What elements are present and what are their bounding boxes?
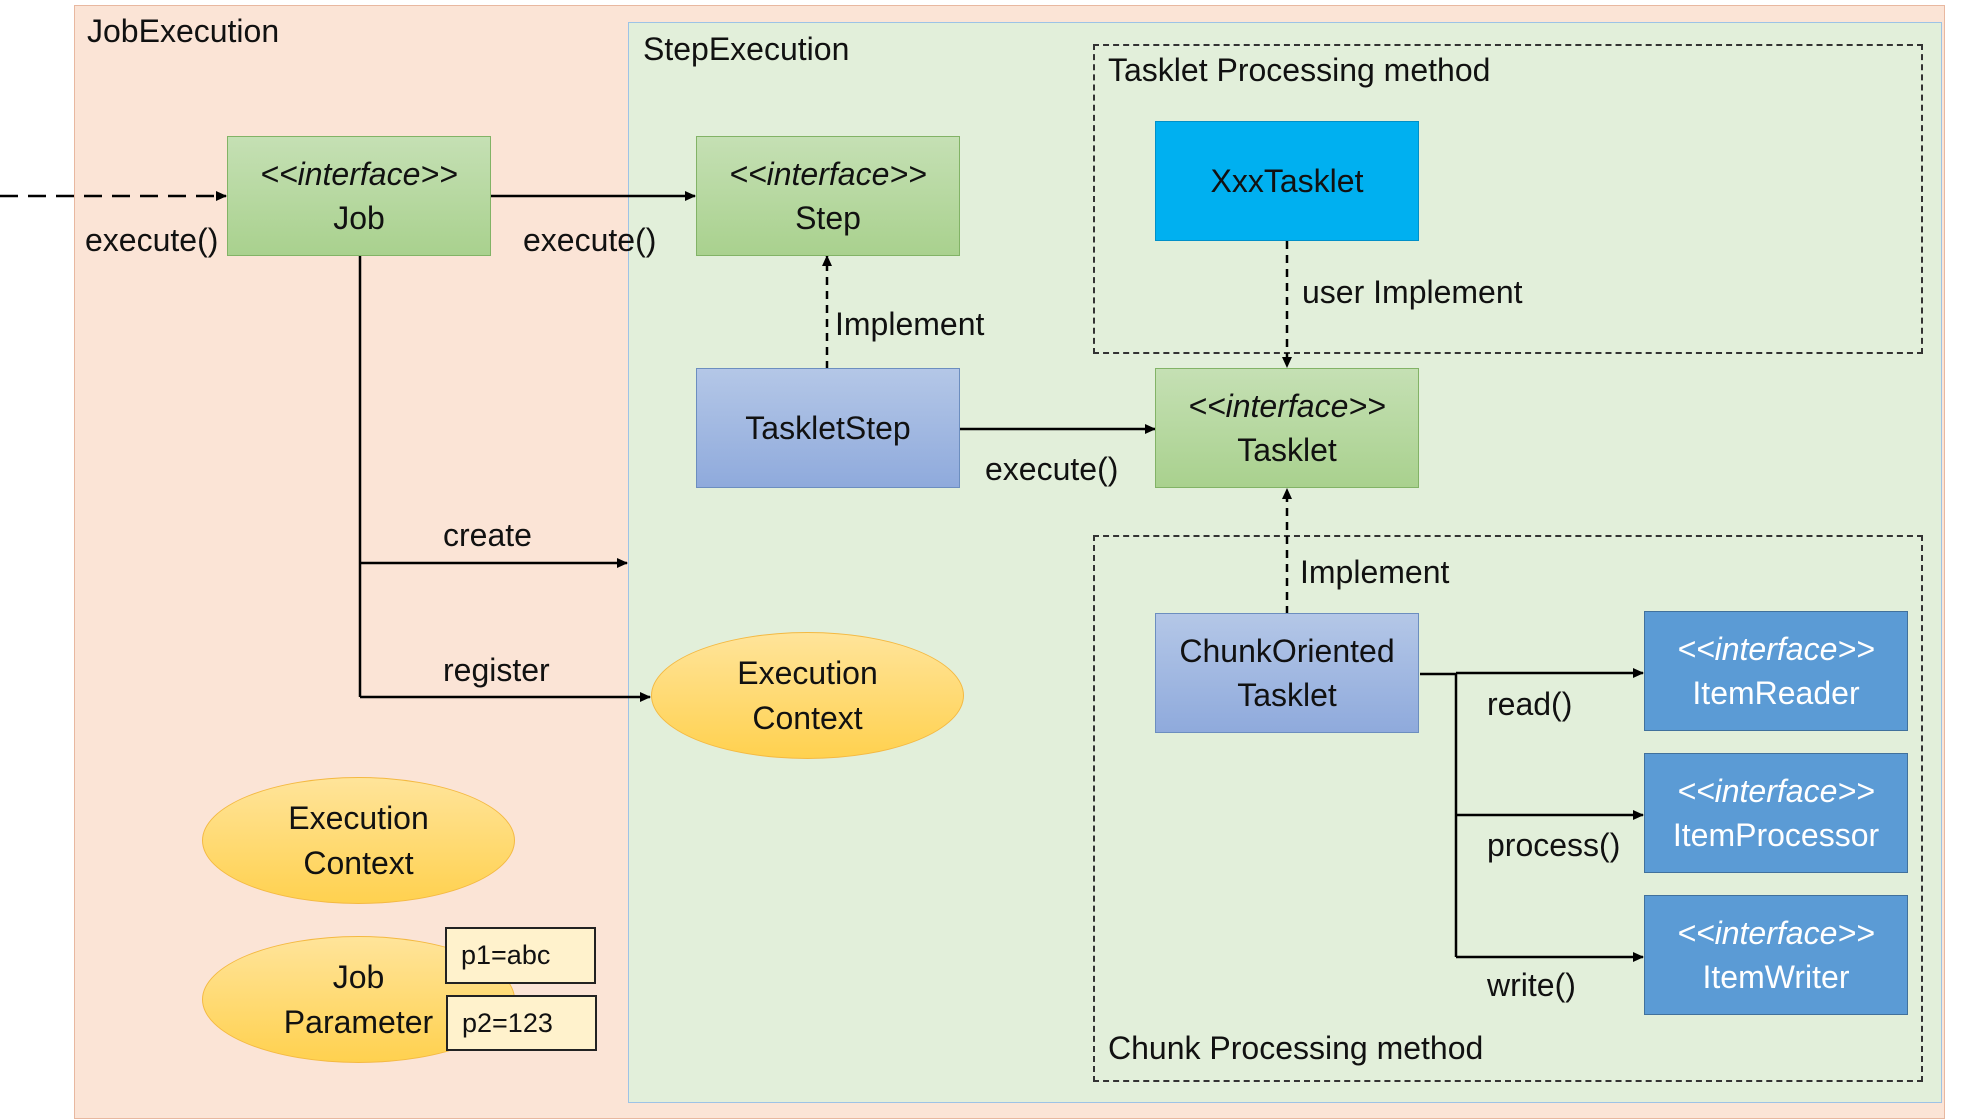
step-context-line1: Execution xyxy=(737,654,878,691)
item-writer-stereotype: <<interface>> xyxy=(1677,915,1875,951)
step-execute-label: execute() xyxy=(523,222,657,258)
item-processor-box: <<interface>> ItemProcessor xyxy=(1644,753,1908,873)
chunk-oriented-tasklet-box: ChunkOriented Tasklet xyxy=(1155,613,1419,733)
item-writer-box: <<interface>> ItemWriter xyxy=(1644,895,1908,1015)
user-implement-label: user Implement xyxy=(1302,274,1523,310)
item-processor-stereotype: <<interface>> xyxy=(1677,773,1875,809)
item-writer-name: ItemWriter xyxy=(1702,959,1850,995)
step-name: Step xyxy=(795,200,861,236)
job-parameter-p1: p1=abc xyxy=(445,927,596,984)
tasklet-name: Tasklet xyxy=(1237,432,1337,468)
job-parameter-p2: p2=123 xyxy=(446,995,597,1051)
job-context-line1: Execution xyxy=(288,799,429,836)
register-label: register xyxy=(443,652,550,688)
item-reader-box: <<interface>> ItemReader xyxy=(1644,611,1908,731)
step-execution-context: Execution Context xyxy=(651,632,964,759)
process-label: process() xyxy=(1487,827,1621,863)
tasklet-step-box: TaskletStep xyxy=(696,368,960,488)
chunk-tasklet-line1: ChunkOriented xyxy=(1179,633,1395,669)
tasklet-method-label: Tasklet Processing method xyxy=(1108,52,1491,88)
item-processor-name: ItemProcessor xyxy=(1672,817,1880,853)
write-label: write() xyxy=(1487,967,1576,1003)
job-context-line2: Context xyxy=(303,844,414,881)
chunk-method-region xyxy=(1093,535,1923,1082)
chunk-method-label: Chunk Processing method xyxy=(1108,1030,1484,1066)
job-name: Job xyxy=(333,200,385,236)
tasklet-execute-label: execute() xyxy=(985,451,1119,487)
implement-step-label: Implement xyxy=(835,306,985,342)
job-execution-context: Execution Context xyxy=(202,777,515,904)
tasklet-stereotype: <<interface>> xyxy=(1188,388,1386,424)
job-execution-label: JobExecution xyxy=(87,13,280,49)
item-reader-name: ItemReader xyxy=(1692,675,1860,711)
job-parameter-line1: Job xyxy=(332,958,385,995)
xxx-tasklet-box: XxxTasklet xyxy=(1155,121,1419,241)
step-interface-box: <<interface>> Step xyxy=(696,136,960,256)
tasklet-step-name: TaskletStep xyxy=(745,410,911,446)
item-reader-stereotype: <<interface>> xyxy=(1677,631,1875,667)
chunk-tasklet-line2: Tasklet xyxy=(1237,677,1337,713)
create-label: create xyxy=(443,517,532,553)
implement-tasklet-label: Implement xyxy=(1300,554,1450,590)
step-execution-label: StepExecution xyxy=(643,31,850,67)
read-label: read() xyxy=(1487,686,1573,722)
tasklet-interface-box: <<interface>> Tasklet xyxy=(1155,368,1419,488)
step-context-line2: Context xyxy=(752,699,863,736)
job-interface-box: <<interface>> Job xyxy=(227,136,491,256)
job-parameter-line2: Parameter xyxy=(283,1003,434,1040)
tasklet-method-region xyxy=(1093,44,1923,354)
step-stereotype: <<interface>> xyxy=(729,156,927,192)
xxx-tasklet-name: XxxTasklet xyxy=(1210,163,1364,199)
job-stereotype: <<interface>> xyxy=(260,156,458,192)
job-execute-label: execute() xyxy=(85,222,219,258)
